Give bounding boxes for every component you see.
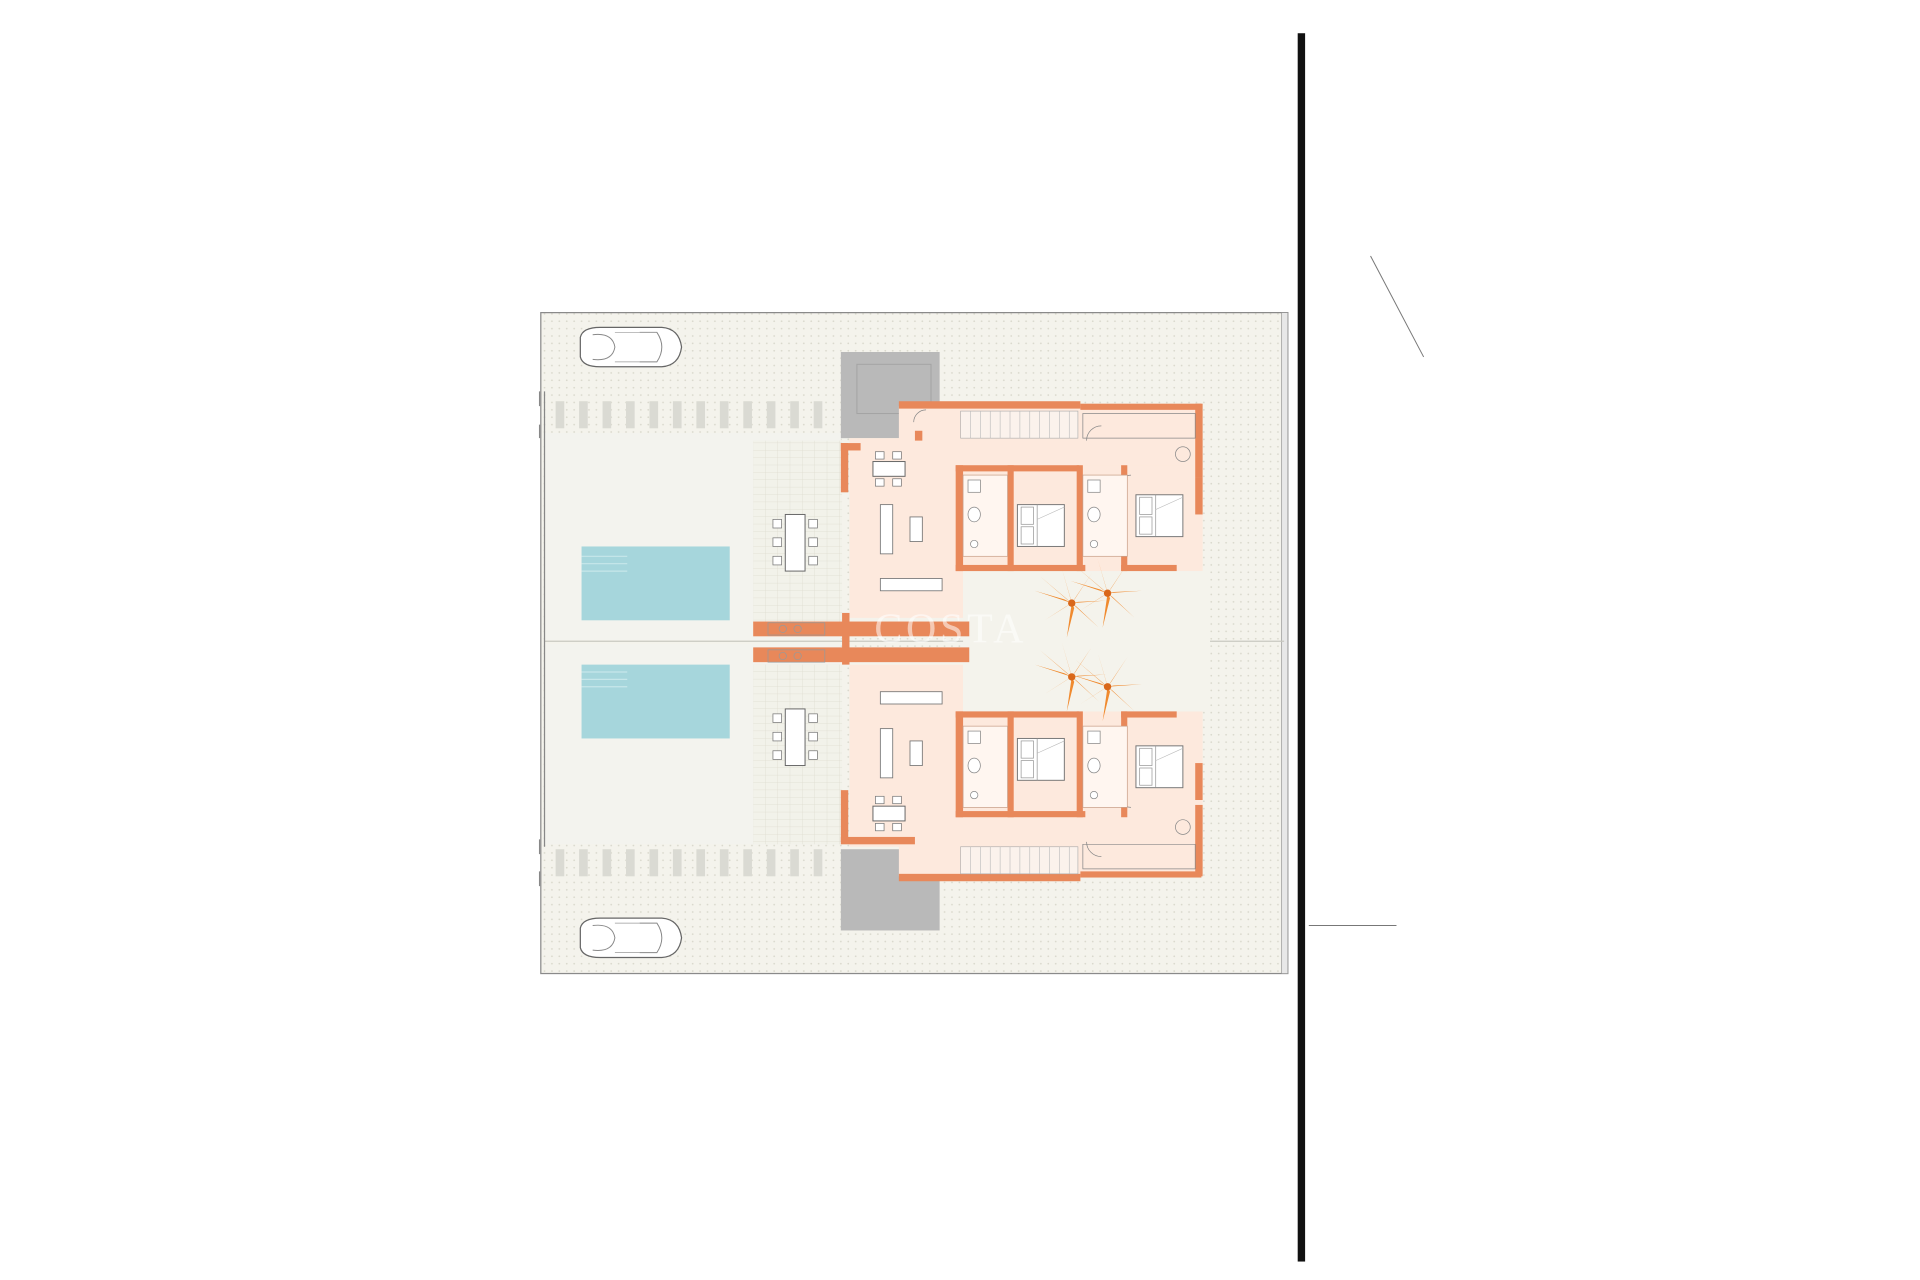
bathroom-lower-1	[962, 725, 1008, 808]
dining-table-icon	[772, 513, 818, 572]
site-edge-right	[1281, 312, 1289, 974]
bathroom-upper-1	[962, 474, 1008, 557]
car-icon	[579, 326, 683, 368]
bed-icon	[1135, 494, 1184, 538]
car-icon	[579, 917, 683, 959]
dining-table-icon	[772, 708, 818, 767]
property-boundary-line	[1297, 33, 1306, 1262]
courtyard	[963, 571, 1211, 712]
stair-icon	[960, 410, 1079, 439]
bathroom-lower-2	[1082, 725, 1128, 808]
left-fence	[538, 391, 546, 887]
pool-upper	[581, 546, 730, 621]
bed-icon	[1135, 745, 1184, 789]
kitchen-counter	[767, 622, 826, 663]
sofa-icon	[879, 504, 943, 592]
walls-upper	[753, 401, 1203, 665]
sofa-icon	[879, 691, 943, 779]
reference-line-diagonal	[1370, 255, 1425, 358]
walls-lower	[840, 711, 1203, 882]
stair-icon	[960, 846, 1079, 875]
bathroom-upper-2	[1082, 474, 1128, 557]
bed-icon	[1016, 737, 1065, 781]
pool-lower	[581, 664, 730, 739]
door-swing-icon	[913, 409, 1196, 870]
watermark: COSTA	[874, 607, 1027, 653]
bed-icon	[1016, 504, 1065, 547]
